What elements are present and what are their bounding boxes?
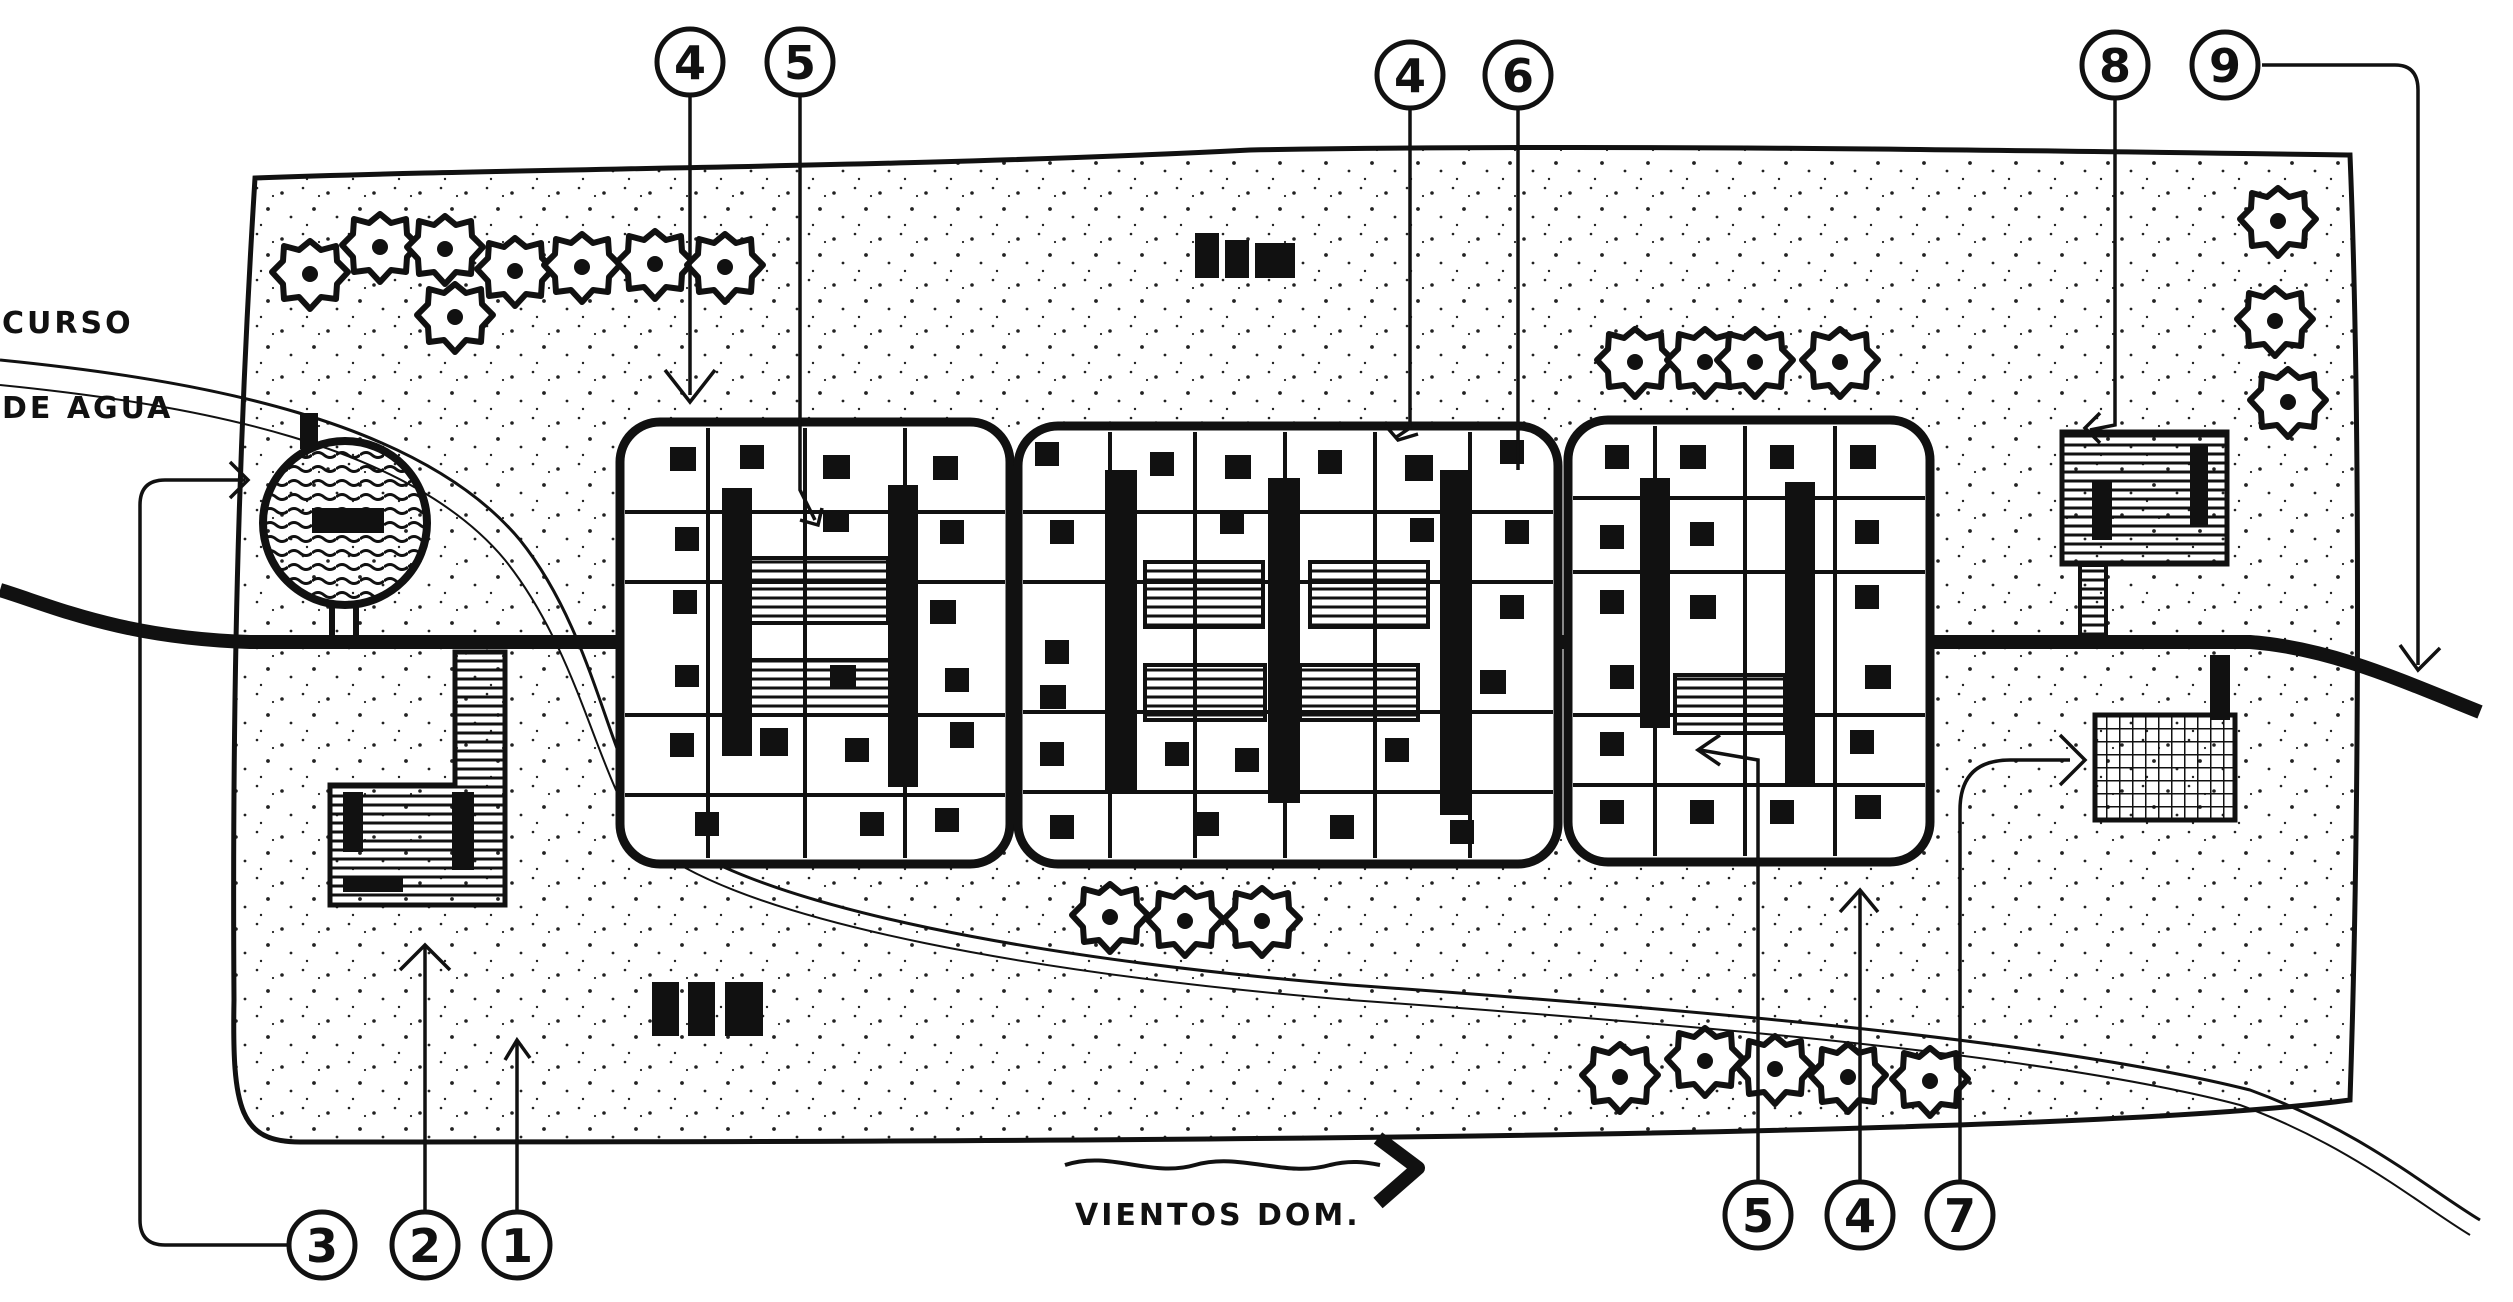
callout-5-top-left: 5	[784, 36, 816, 90]
buildings-north	[1195, 233, 1295, 278]
callout-7-bottom-right: 7	[1944, 1189, 1976, 1243]
water-course-label-line2: DE AGUA	[2, 391, 173, 426]
tree-group-south-center	[1072, 884, 1300, 956]
callout-4-bottom-right: 4	[1844, 1189, 1876, 1243]
callout-6-top-center: 6	[1502, 49, 1534, 103]
winds-label: VIENTOS DOM.	[1075, 1198, 1361, 1233]
facility-east-upper	[2059, 429, 2230, 645]
buildings-south	[652, 982, 763, 1036]
callout-8-top-right: 8	[2099, 39, 2131, 93]
superblock-1	[615, 417, 1015, 869]
callout-9-top-right: 9	[2209, 39, 2241, 93]
water-course-label-line1: CURSO	[2, 306, 134, 341]
callout-2-bottom-left: 2	[409, 1219, 441, 1273]
callout-5-bottom-right: 5	[1742, 1189, 1774, 1243]
tree-group-north-center	[1597, 329, 1878, 397]
callout-4-top-left: 4	[674, 36, 706, 90]
superblock-2	[1013, 421, 1563, 869]
facility-lower-left	[327, 649, 508, 908]
main-road	[0, 583, 2483, 719]
reservoir	[259, 413, 431, 642]
callout-3-bottom-left: 3	[306, 1219, 338, 1273]
facility-east-lower	[2092, 655, 2238, 823]
winds-indicator: VIENTOS DOM.	[1064, 1132, 1425, 1233]
callout-4-top-center: 4	[1394, 49, 1426, 103]
water-course	[0, 358, 2481, 1222]
callout-1-bottom-left: 1	[501, 1219, 533, 1273]
leader-lines	[138, 63, 2442, 1247]
superblock-3	[1563, 415, 1935, 867]
callout-markers	[286, 26, 2261, 1281]
